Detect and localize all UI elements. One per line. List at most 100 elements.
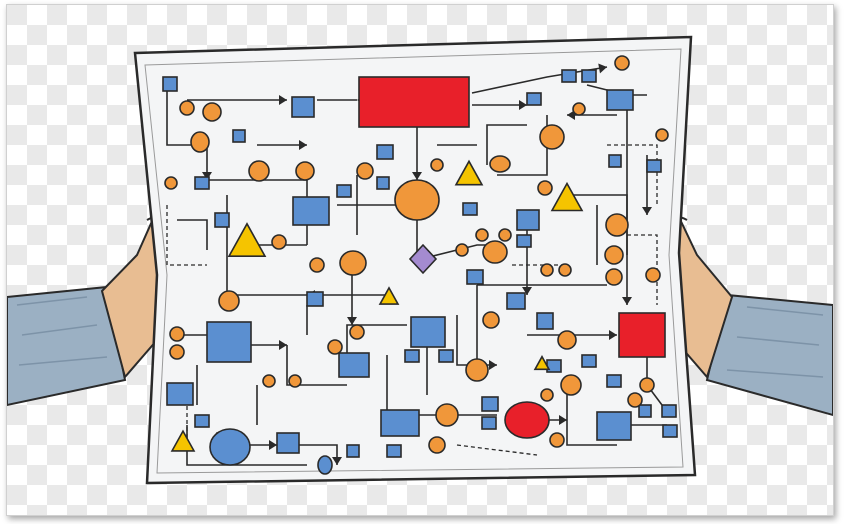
orange-node <box>288 374 302 388</box>
dashed-connector-line <box>607 144 658 205</box>
connector-line <box>566 385 617 446</box>
red-process-box <box>618 312 666 358</box>
orange-node <box>309 257 325 273</box>
orange-node <box>549 432 565 448</box>
orange-node <box>455 243 469 257</box>
blue-process-box <box>581 354 597 368</box>
blue-process-box <box>516 234 532 248</box>
flowchart-shapes <box>162 55 678 475</box>
blue-process-box <box>596 411 632 441</box>
blue-terminal-node <box>317 455 333 475</box>
blue-process-box <box>546 359 562 373</box>
orange-node <box>498 228 512 242</box>
arrowhead-icon <box>279 95 287 105</box>
blue-process-box <box>376 144 394 160</box>
blue-process-box <box>466 269 484 285</box>
arrowhead-icon <box>609 330 617 340</box>
arrowhead-icon <box>299 140 307 150</box>
arrowhead-icon <box>598 63 607 74</box>
blue-process-box <box>291 96 315 118</box>
blue-process-box <box>526 92 542 106</box>
dashed-connector-line <box>166 205 207 266</box>
orange-node <box>271 234 287 250</box>
yellow-triangle <box>533 355 551 371</box>
orange-node <box>190 131 210 153</box>
arrowhead-icon <box>519 100 527 110</box>
orange-node <box>179 100 195 116</box>
blue-process-box <box>338 352 370 378</box>
blue-process-box <box>481 396 499 412</box>
orange-node <box>558 263 572 277</box>
orange-node <box>572 102 586 116</box>
blue-process-box <box>166 382 194 406</box>
connector-line <box>286 345 347 386</box>
orange-node <box>169 344 185 360</box>
orange-node <box>295 161 315 181</box>
orange-node <box>539 124 565 150</box>
orange-node <box>489 155 511 173</box>
orange-node <box>349 324 365 340</box>
blue-process-box <box>162 76 178 92</box>
orange-node <box>435 403 459 427</box>
blue-process-box <box>462 202 478 216</box>
left-sleeve <box>7 285 127 407</box>
blue-process-box <box>194 176 210 190</box>
blue-process-box <box>292 196 330 226</box>
blue-process-box <box>646 159 662 173</box>
yellow-triangle <box>227 222 267 257</box>
arrowhead-icon <box>279 340 287 350</box>
blue-process-box <box>336 184 352 198</box>
blue-process-box <box>481 416 497 430</box>
orange-node <box>627 392 643 408</box>
blue-process-box <box>438 349 454 363</box>
dashed-connector-line <box>627 234 658 305</box>
blue-process-box <box>516 209 540 231</box>
right-sleeve <box>705 293 833 417</box>
arrowhead-icon <box>489 360 497 370</box>
arrowhead-icon <box>642 207 652 215</box>
orange-node <box>557 330 577 350</box>
blue-process-box <box>536 312 554 330</box>
blue-process-box <box>606 89 634 111</box>
orange-node <box>465 358 489 382</box>
orange-node <box>639 377 655 393</box>
orange-node <box>482 311 500 329</box>
connector-line <box>166 80 208 180</box>
orange-node <box>475 228 489 242</box>
orange-node <box>604 245 624 265</box>
arrowhead-icon <box>202 172 212 180</box>
orange-node <box>482 240 508 264</box>
arrowhead-icon <box>332 457 342 465</box>
orange-node <box>164 176 178 190</box>
blue-process-box <box>581 69 597 83</box>
arrowhead-icon <box>622 297 632 305</box>
orange-node <box>218 290 240 312</box>
blue-terminal-node <box>209 428 251 466</box>
connector-line <box>346 324 407 365</box>
blue-process-box <box>206 321 252 363</box>
red-terminal-node <box>504 401 550 439</box>
orange-node <box>339 250 367 276</box>
orange-node <box>605 213 629 237</box>
orange-node <box>540 388 554 402</box>
arrowhead-icon <box>522 287 532 295</box>
orange-node <box>655 128 669 142</box>
red-process-box <box>358 76 470 128</box>
orange-node <box>605 268 623 286</box>
yellow-triangle <box>454 159 484 186</box>
blue-process-box <box>404 349 420 363</box>
orange-node <box>537 180 553 196</box>
blue-process-box <box>194 414 210 428</box>
arrowhead-icon <box>269 440 277 450</box>
blue-process-box <box>410 316 446 348</box>
blue-process-box <box>608 154 622 168</box>
orange-node <box>248 160 270 182</box>
orange-node <box>540 263 554 277</box>
connector-line <box>177 219 208 250</box>
orange-node <box>614 55 630 71</box>
yellow-triangle <box>550 181 584 212</box>
orange-node <box>428 436 446 454</box>
blue-process-box <box>376 176 390 190</box>
orange-node <box>327 339 343 355</box>
flowchart-illustration <box>7 5 833 515</box>
